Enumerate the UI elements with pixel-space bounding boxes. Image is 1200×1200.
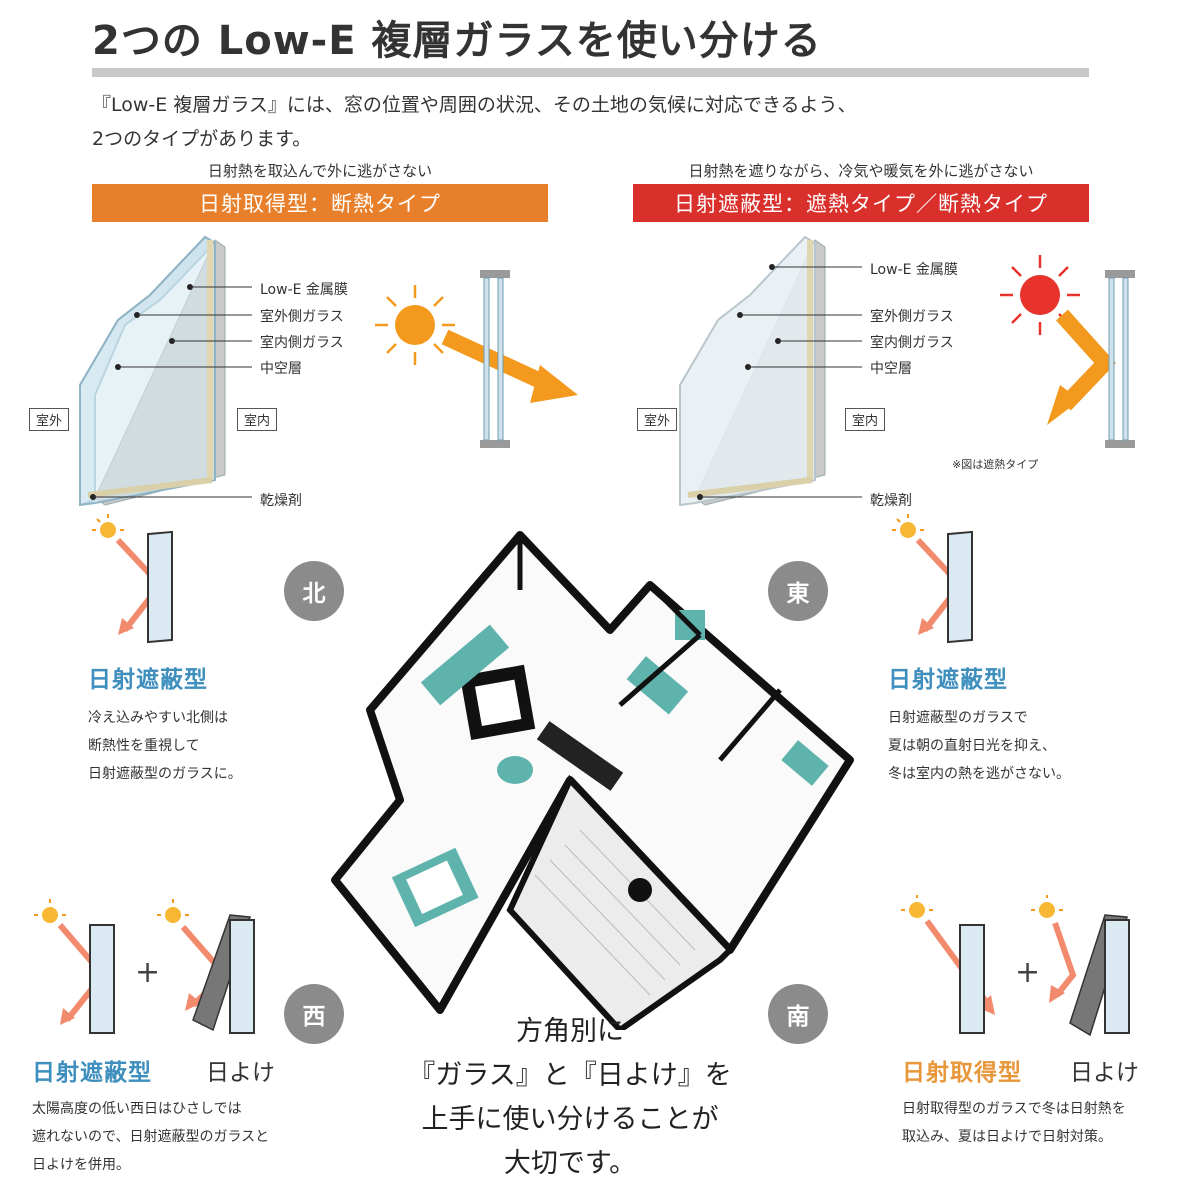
direction-south: 南 (768, 984, 828, 1044)
center-line-3: 上手に使い分けることが (421, 1104, 719, 1135)
left-label-inner: 室内側ガラス (260, 335, 344, 351)
right-label-inner: 室内側ガラス (870, 335, 954, 351)
left-inside-label: 室内 (237, 408, 278, 431)
south-window-shade-icon (901, 895, 1130, 1037)
south-text: 日射取得型のガラスで冬は日射熱を 取込み、夏は日よけで日射対策。 (902, 1095, 1126, 1151)
right-inside-label: 室内 (845, 408, 886, 431)
left-outside-label: 室外 (29, 408, 70, 431)
right-label-outer: 室外側ガラス (870, 309, 954, 325)
west-window-shade-icon (34, 899, 255, 1034)
center-line-4: 大切です。 (503, 1148, 637, 1179)
left-label-lowe: Low-E 金属膜 (260, 282, 348, 298)
south-line-1: 日射取得型のガラスで冬は日射熱を (902, 1101, 1126, 1117)
center-line-1: 方角別に (516, 1016, 624, 1047)
south-plus: + (1015, 955, 1041, 990)
west-shade-label: 日よけ (206, 1060, 275, 1086)
direction-north: 北 (284, 561, 344, 621)
left-glass-diagram (79, 235, 578, 507)
intro-line-2: 2つのタイプがあります。 (92, 128, 312, 150)
right-banner: 日射遮蔽型：遮熱タイプ／断熱タイプ (633, 184, 1089, 222)
west-line-1: 太陽高度の低い西日はひさしでは (32, 1101, 242, 1117)
center-line-2: 『ガラス』と『日よけ』を (408, 1060, 732, 1091)
north-line-3: 日射遮蔽型のガラスに。 (88, 766, 242, 782)
right-note: ※図は遮熱タイプ (952, 458, 1039, 471)
left-label-outer: 室外側ガラス (260, 309, 344, 325)
right-label-air: 中空層 (870, 361, 912, 377)
west-line-2: 遮れないので、日射遮蔽型のガラスと (32, 1129, 270, 1145)
east-window-icon (892, 514, 973, 644)
left-label-air: 中空層 (260, 361, 302, 377)
right-outside-label: 室外 (637, 408, 678, 431)
east-line-1: 日射遮蔽型のガラスで (888, 710, 1028, 726)
title-divider (92, 68, 1089, 77)
center-message: 方角別に 『ガラス』と『日よけ』を 上手に使い分けることが 大切です。 (370, 1010, 770, 1186)
left-caption: 日射熱を取込んで外に逃がさない (207, 162, 433, 180)
page-title: 2つの Low-E 複層ガラスを使い分ける (92, 18, 822, 64)
east-line-3: 冬は室内の熱を逃がさない。 (888, 766, 1070, 782)
direction-east: 東 (768, 561, 828, 621)
north-text: 冷え込みやすい北側は 断熱性を重視して 日射遮蔽型のガラスに。 (88, 704, 242, 788)
left-banner: 日射取得型：断熱タイプ (92, 184, 548, 222)
south-shade-label: 日よけ (1070, 1060, 1139, 1086)
east-line-2: 夏は朝の直射日光を抑え、 (888, 738, 1056, 754)
west-plus: + (135, 955, 161, 990)
south-line-2: 取込み、夏は日よけで日射対策。 (902, 1129, 1112, 1145)
right-label-desiccant: 乾燥剤 (870, 493, 912, 509)
east-heading: 日射遮蔽型 (888, 667, 1008, 693)
south-heading: 日射取得型 (902, 1060, 1022, 1086)
north-heading: 日射遮蔽型 (88, 667, 208, 693)
west-line-3: 日よけを併用。 (32, 1157, 130, 1173)
floor-plan-illustration (331, 531, 854, 1030)
left-label-desiccant: 乾燥剤 (260, 493, 302, 509)
north-line-2: 断熱性を重視して (88, 738, 200, 754)
right-label-lowe: Low-E 金属膜 (870, 262, 958, 278)
west-text: 太陽高度の低い西日はひさしでは 遮れないので、日射遮蔽型のガラスと 日よけを併用… (32, 1095, 269, 1179)
direction-west: 西 (284, 984, 344, 1044)
right-caption: 日射熱を遮りながら、冷気や暖気を外に逃がさない (688, 162, 1034, 180)
intro-line-1: 『Low-E 複層ガラス』には、窓の位置や周囲の状況、その土地の気候に対応できる… (92, 94, 857, 116)
north-line-1: 冷え込みやすい北側は (88, 710, 228, 726)
west-heading: 日射遮蔽型 (32, 1060, 152, 1086)
right-glass-diagram (679, 235, 1135, 507)
east-text: 日射遮蔽型のガラスで 夏は朝の直射日光を抑え、 冬は室内の熱を逃がさない。 (888, 704, 1070, 788)
north-window-icon (92, 514, 173, 644)
